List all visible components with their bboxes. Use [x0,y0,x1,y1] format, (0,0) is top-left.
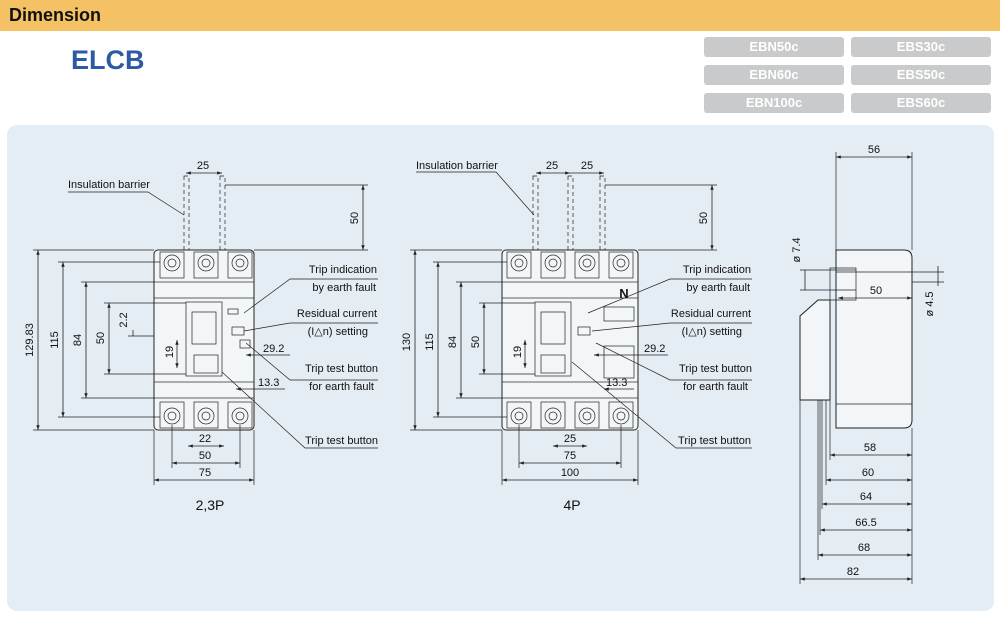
section-title: Dimension [9,5,102,25]
callout-trip-indication: Trip indication [309,264,377,276]
dim-label: 25 [564,433,576,445]
dim-label: 22 [199,433,211,445]
model-badge[interactable]: EBS30c [851,37,991,57]
section-header: Dimension [0,0,1000,31]
dim-label: 29.2 [644,343,665,355]
dim-label: ø 7.4 [791,237,803,262]
dim-label: 25 [546,160,558,172]
model-badge[interactable]: EBN50c [704,37,844,57]
callout-residual: Residual current [297,308,377,320]
view-2-3p: 25 50 129.83 115 84 50 2.2 19 29.2 13.3 … [24,160,378,513]
callout-residual: (I△n) setting [682,326,742,338]
dim-label: 129.83 [24,323,36,357]
model-list: EBN50c EBS30c EBN60c EBS50c EBN100c EBS6… [704,37,994,115]
dim-label: 50 [698,212,710,224]
callout-residual: Residual current [671,308,751,320]
model-badge[interactable]: EBS60c [851,93,991,113]
model-badge[interactable]: EBN100c [704,93,844,113]
product-title: ELCB [71,45,145,75]
view-4p: N 25 25 50 130 [401,160,752,513]
model-badge[interactable]: EBS50c [851,65,991,85]
dim-label: 130 [401,333,413,351]
dim-label: 84 [447,336,459,348]
model-badge[interactable]: EBN60c [704,65,844,85]
dim-label: ø 4.5 [924,291,936,316]
dim-label: 19 [512,346,524,358]
dim-label: 60 [862,467,874,479]
callout-trip-indication: Trip indication [683,264,751,276]
view-caption: 4P [563,497,580,513]
side-view: 56 ø 7.4 50 ø 4.5 58 60 64 66.5 68 82 [791,144,944,584]
dim-label: 2.2 [118,312,130,327]
callout-trip-button: Trip test button [305,435,378,447]
callout-trip-indication: by earth fault [312,282,376,294]
callout-barrier: Insulation barrier [68,179,150,191]
dim-label: 50 [349,212,361,224]
dim-label: 50 [199,450,211,462]
dim-label: 50 [95,332,107,344]
dim-label: 50 [870,285,882,297]
dim-label: 66.5 [855,517,876,529]
callout-trip-test: for earth fault [683,381,748,393]
dim-label: 13.3 [606,377,627,389]
callout-trip-indication: by earth fault [686,282,750,294]
callout-barrier: Insulation barrier [416,160,498,172]
dim-label: 64 [860,491,872,503]
callout-trip-button: Trip test button [678,435,751,447]
dim-label: 68 [858,542,870,554]
callout-trip-test: for earth fault [309,381,374,393]
dim-label: 50 [470,336,482,348]
neutral-label: N [619,286,628,301]
dim-label: 115 [49,331,61,349]
breaker-body-2-3p [153,249,255,431]
dim-label: 82 [847,566,859,578]
dim-label: 58 [864,442,876,454]
dim-label: 19 [164,346,176,358]
callout-trip-test: Trip test button [679,363,752,375]
callout-trip-test: Trip test button [305,363,378,375]
dim-label: 100 [561,467,579,479]
dim-label: 75 [199,467,211,479]
dim-label: 75 [564,450,576,462]
dim-label: 13.3 [258,377,279,389]
dim-label: 25 [581,160,593,172]
breaker-body-4p [501,249,639,431]
view-caption: 2,3P [196,497,225,513]
dim-label: 115 [424,333,436,351]
dim-label: 84 [72,334,84,346]
dim-label: 56 [868,144,880,156]
dim-label: 25 [197,160,209,172]
callout-residual: (I△n) setting [308,326,368,338]
dim-label: 29.2 [263,343,284,355]
